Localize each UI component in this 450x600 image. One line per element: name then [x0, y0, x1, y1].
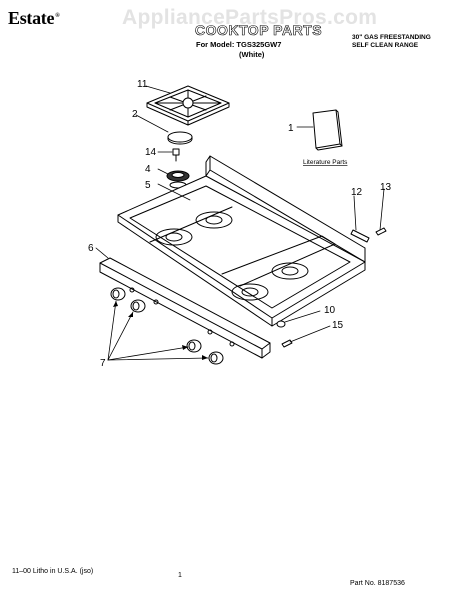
callout-13: 13	[380, 182, 392, 193]
litho-note: 11–00 Litho in U.S.A. (jso)	[12, 568, 94, 575]
page-number: 1	[178, 572, 182, 579]
brand-name: Estate	[8, 8, 55, 28]
callout-15: 15	[332, 320, 344, 331]
arrowheads	[113, 301, 208, 360]
orifice-part	[172, 148, 180, 162]
product-line-2: SELF CLEAN RANGE	[352, 42, 419, 49]
manifold-panel	[99, 257, 271, 359]
callout-11: 11	[137, 79, 148, 90]
callout-5: 5	[145, 180, 151, 191]
model-line: For Model: TGS325GW7	[196, 40, 282, 49]
callout-14: 14	[145, 147, 157, 158]
callout-1: 1	[288, 123, 294, 134]
burner-head	[166, 170, 190, 182]
cooktop-body	[117, 155, 366, 327]
small-parts	[276, 227, 387, 348]
callout-7: 7	[100, 358, 106, 369]
brand-logo: Estate®	[8, 8, 60, 28]
burner-grate	[146, 85, 230, 126]
watermark: AppliancePartsPros.com	[122, 6, 378, 29]
literature-label: Literature Parts	[303, 159, 348, 166]
callout-4: 4	[145, 164, 151, 175]
callout-10: 10	[324, 305, 336, 316]
callout-6: 6	[88, 243, 94, 254]
part-number: Part No. 8187536	[350, 580, 405, 587]
product-line-1: 30" GAS FREESTANDING	[352, 34, 431, 41]
callout-2: 2	[132, 109, 138, 120]
product-description: 30" GAS FREESTANDING SELF CLEAN RANGE	[352, 34, 448, 50]
literature-parts	[312, 109, 343, 151]
color-line: (White)	[239, 50, 265, 59]
burner-cap	[167, 131, 193, 143]
burner-cap-side	[167, 136, 193, 145]
page-title: COOKTOP PARTS	[195, 22, 323, 39]
leader-lines	[95, 85, 385, 361]
control-knobs	[110, 287, 235, 365]
callout-12: 12	[351, 187, 363, 198]
